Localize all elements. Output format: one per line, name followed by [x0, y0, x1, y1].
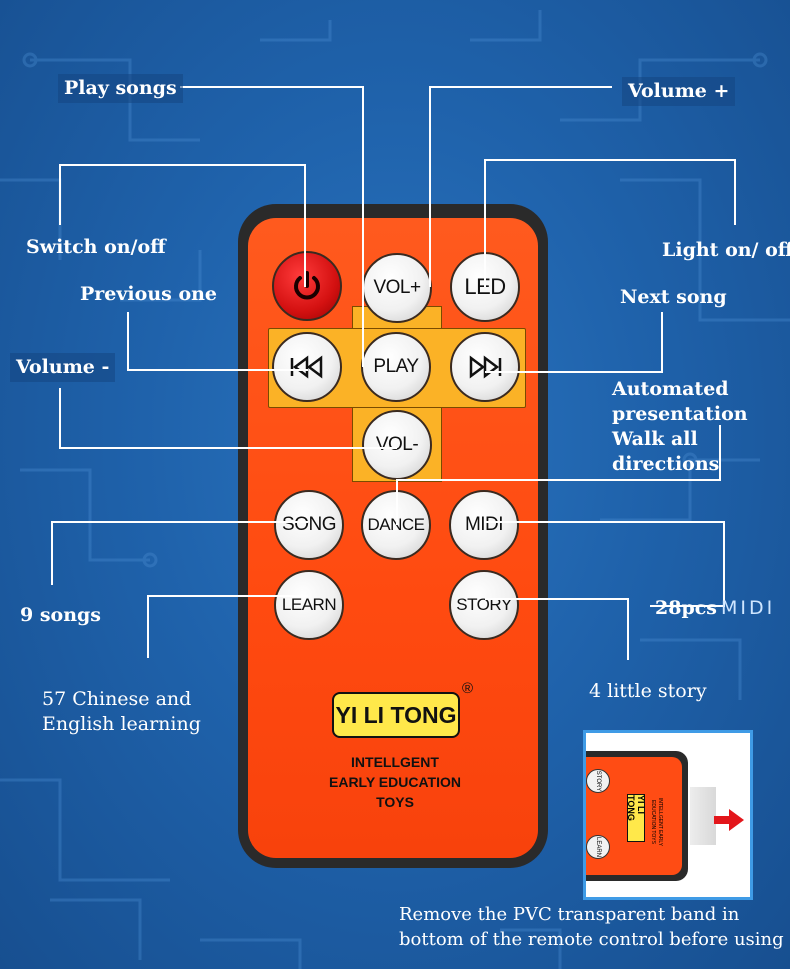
arrow-right-icon [714, 809, 744, 831]
label-chinese-english-1: 57 Chinese and [42, 688, 192, 710]
next-icon [469, 355, 502, 379]
label-midi-word: MIDI [721, 597, 776, 619]
led-button[interactable]: LED [450, 252, 520, 322]
label-volume-plus: Volume + [622, 77, 736, 106]
label-light-on-off: Light on/ off [662, 239, 790, 261]
vol-plus-button[interactable]: VOL+ [362, 253, 432, 323]
pvc-band [690, 787, 716, 845]
inset-photo: STORY LEARN YI LI TONG INTELLGENT EARLY … [583, 730, 753, 900]
tagline-line-3: TOYS [376, 794, 414, 810]
next-button[interactable] [450, 332, 520, 402]
label-automated-2: presentation [612, 403, 748, 425]
label-chinese-english-2: English learning [42, 713, 201, 735]
label-next-song: Next song [620, 286, 727, 308]
inset-tagline: INTELLGENT EARLY EDUCATION TOYS [650, 797, 663, 847]
inset-learn-button: LEARN [586, 835, 610, 859]
label-nine-songs: 9 songs [20, 604, 102, 626]
label-switch-on-off: Switch on/off [26, 236, 166, 258]
registered-mark: ® [462, 680, 474, 697]
tagline-line-1: INTELLGENT [351, 754, 439, 770]
label-little-story: 4 little story [589, 680, 707, 702]
story-button[interactable]: STORY [449, 570, 519, 640]
label-remove-note-1: Remove the PVC transparent band in [399, 904, 740, 925]
inset-brand-logo: YI LI TONG [626, 794, 646, 842]
label-remove-note-2: bottom of the remote control before usin… [399, 929, 784, 950]
inset-story-button: STORY [586, 769, 610, 793]
label-automated-3: Walk all [612, 428, 698, 450]
power-icon [294, 271, 320, 300]
play-button[interactable]: PLAY [361, 332, 431, 402]
label-midi-count: 28pcs [655, 597, 717, 619]
label-volume-minus: Volume - [10, 353, 116, 382]
brand-logo: YI LI TONG [332, 692, 460, 738]
learn-button[interactable]: LEARN [274, 570, 344, 640]
label-previous-one: Previous one [80, 283, 218, 305]
label-automated-4: directions [612, 453, 720, 475]
previous-icon [290, 355, 323, 379]
tagline-line-2: EARLY EDUCATION [329, 774, 461, 790]
song-button[interactable]: SONG [274, 490, 344, 560]
power-button[interactable] [272, 251, 342, 321]
previous-button[interactable] [272, 332, 342, 402]
dance-button[interactable]: DANCE [361, 490, 431, 560]
label-automated-1: Automated [612, 378, 729, 400]
vol-minus-button[interactable]: VOL- [362, 410, 432, 480]
midi-button[interactable]: MIDI [449, 490, 519, 560]
label-play-songs: Play songs [58, 74, 183, 103]
